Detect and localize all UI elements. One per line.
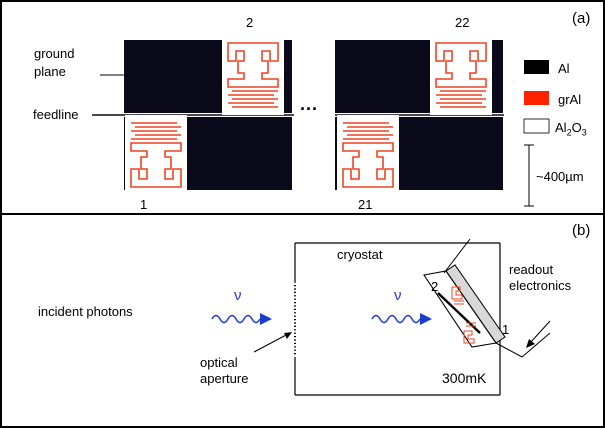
chip-number-22: 22 — [455, 15, 470, 30]
chip-number-2: 2 — [246, 15, 254, 30]
optical-aperture-label-line1: optical — [200, 355, 238, 370]
chip-number-21: 21 — [358, 197, 373, 212]
ground-plane-label-line2: plane — [34, 64, 66, 79]
incident-photons-label: incident photons — [38, 304, 133, 319]
readout-electronics-label-line1: readout — [509, 262, 554, 277]
chip-left — [92, 38, 294, 192]
resonator-22 — [429, 38, 493, 116]
panel-a: (a) 2 22 1 21 ground plane feedline ··· … — [0, 0, 605, 215]
chip-plate — [423, 264, 506, 348]
temperature-label: 300mK — [442, 370, 487, 386]
cryostat-label: cryostat — [337, 247, 383, 262]
legend-swatch-al — [524, 60, 549, 74]
panel-b: (b) cryostat incident photons ν ν optica… — [0, 213, 605, 428]
scale-label: ~400µm — [536, 169, 584, 184]
chip-right — [335, 38, 504, 192]
readout-wiring — [443, 238, 551, 358]
port-1-label: 1 — [502, 322, 510, 337]
aperture-arrowhead — [284, 332, 292, 339]
photon-arrowhead-inside — [420, 313, 432, 325]
readout-arrowhead — [526, 339, 535, 348]
legend-swatch-gral — [524, 91, 549, 105]
resonator-2 — [221, 38, 285, 116]
ellipsis: ··· — [300, 99, 318, 119]
resonator-21 — [336, 114, 400, 192]
nu-symbol-left: ν — [234, 287, 242, 304]
photon-wave-left — [211, 314, 261, 324]
readout-arrow-shaft — [529, 320, 551, 344]
legend-label-gral: grAl — [558, 92, 582, 107]
ground-plane-label-line1: ground — [34, 46, 75, 61]
aperture-pointer — [253, 333, 289, 353]
nu-symbol-inside: ν — [394, 287, 402, 304]
panel-a-label: (a) — [572, 10, 591, 27]
scale-bar — [524, 144, 534, 207]
resonator-1 — [124, 114, 188, 192]
legend-label-al2o3: Al2O3 — [555, 120, 587, 138]
legend-label-al: Al — [558, 61, 570, 76]
cryostat-diagram — [211, 238, 551, 396]
cryostat-box — [294, 242, 501, 396]
readout-electronics-label-line2: electronics — [509, 278, 572, 293]
optical-aperture-label-line2: aperture — [200, 371, 249, 386]
panel-b-label: (b) — [572, 222, 591, 239]
feedline-label: feedline — [33, 107, 79, 122]
port-2-label: 2 — [431, 279, 439, 294]
chip-number-1: 1 — [140, 197, 148, 212]
chip-layout-figure — [92, 38, 550, 207]
photon-arrowhead-left — [260, 313, 272, 325]
photon-wave-inside — [371, 314, 421, 324]
legend-swatch-al2o3 — [523, 118, 550, 134]
